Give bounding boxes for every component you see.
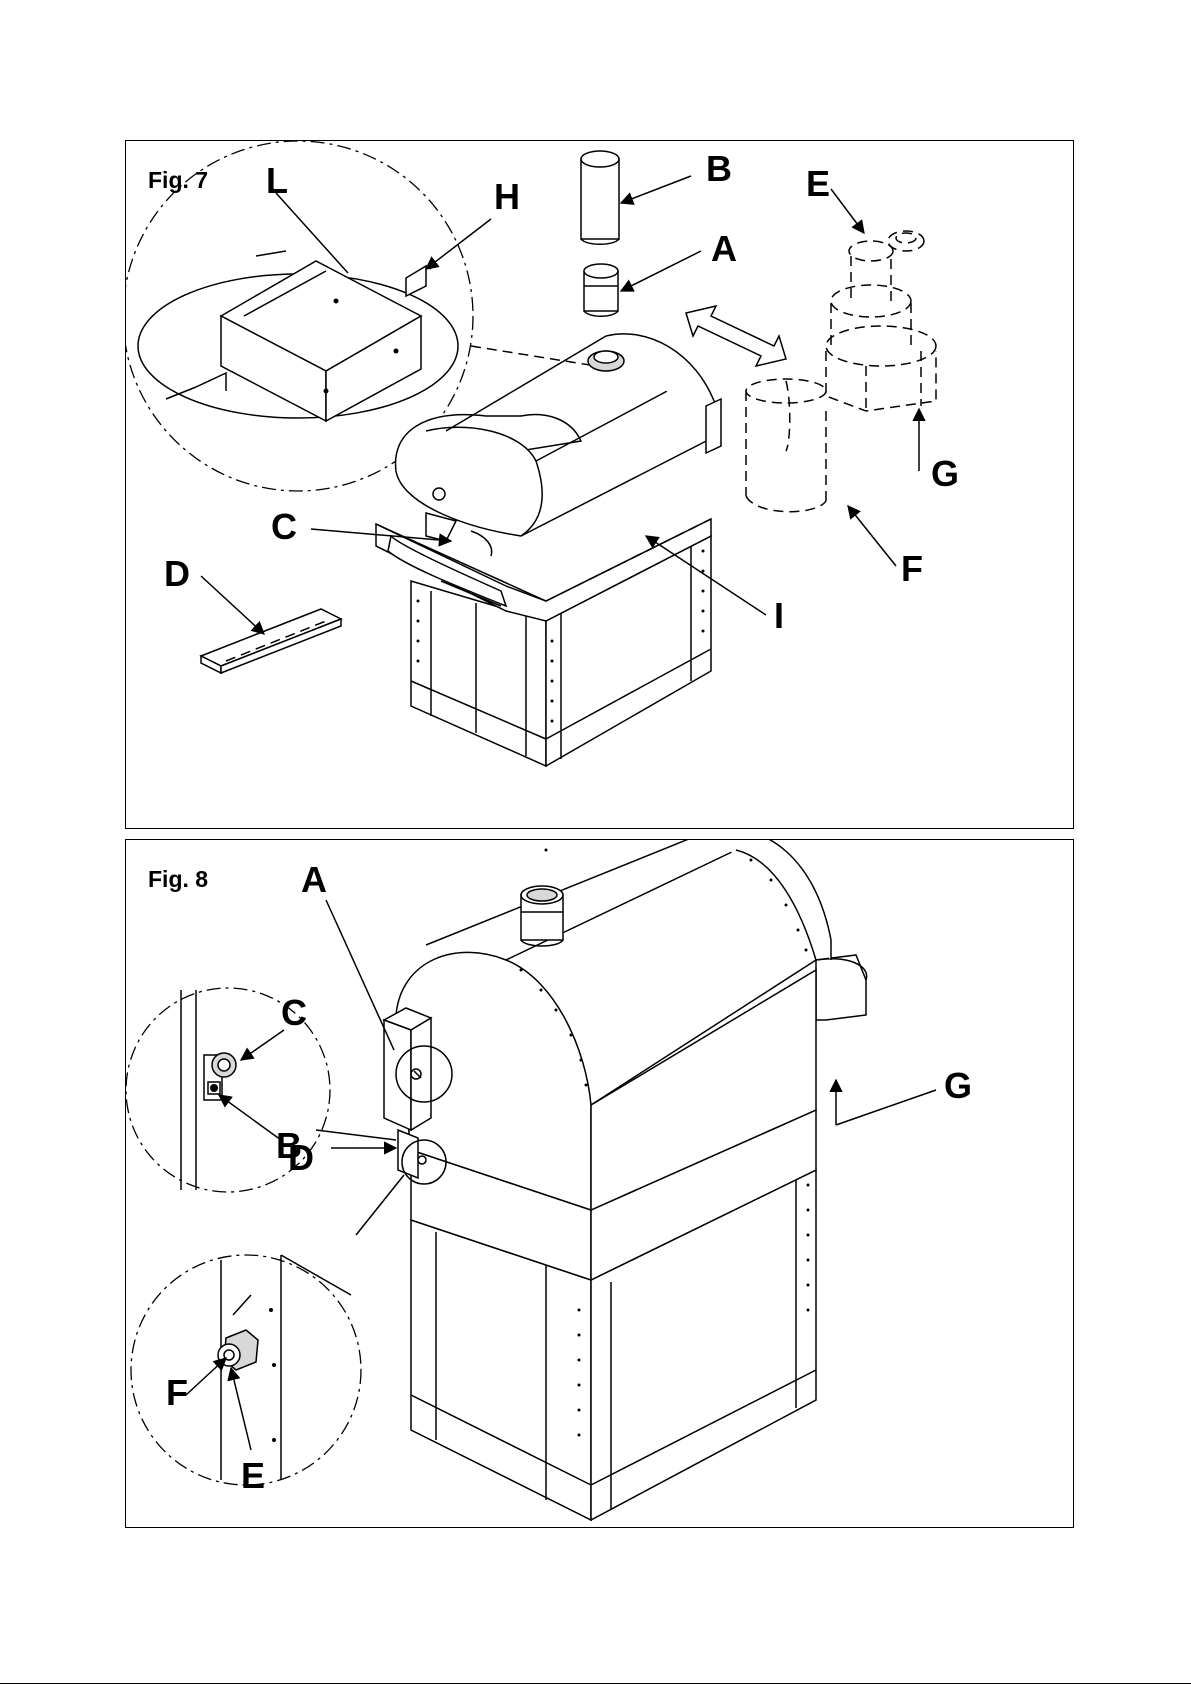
chimney-cap-assembly <box>826 231 936 411</box>
page-bottom-rule <box>0 1683 1191 1684</box>
label-F: F <box>901 548 923 589</box>
detail-circle-gland <box>131 1255 361 1485</box>
label-E: E <box>241 1455 265 1496</box>
swap-double-arrow <box>686 306 786 366</box>
figure-7-drawing: L H B A E G F I C D <box>126 141 1075 830</box>
oven-assembly-fig8 <box>384 840 867 1520</box>
label-F: F <box>166 1372 188 1413</box>
label-I: I <box>774 595 784 636</box>
figure-8-drawing: A C B D G F E <box>126 840 1075 1529</box>
ash-tray-D <box>201 609 341 673</box>
label-C: C <box>281 992 307 1033</box>
flue-collar-A <box>584 264 618 316</box>
label-A: A <box>711 228 737 269</box>
label-D: D <box>288 1137 314 1178</box>
figure-8-panel: Fig. 8 <box>125 839 1074 1528</box>
label-G: G <box>944 1065 972 1106</box>
flue-pipe-B <box>581 151 619 244</box>
label-G: G <box>931 453 959 494</box>
label-L: L <box>266 160 288 201</box>
cylinder-F <box>746 379 826 512</box>
label-C: C <box>271 506 297 547</box>
label-D: D <box>164 553 190 594</box>
label-A: A <box>301 859 327 900</box>
figure-7-panel: Fig. 7 <box>125 140 1074 829</box>
label-B: B <box>706 148 732 189</box>
label-E: E <box>806 163 830 204</box>
oven-assembly-fig7 <box>376 334 721 766</box>
label-H: H <box>494 176 520 217</box>
